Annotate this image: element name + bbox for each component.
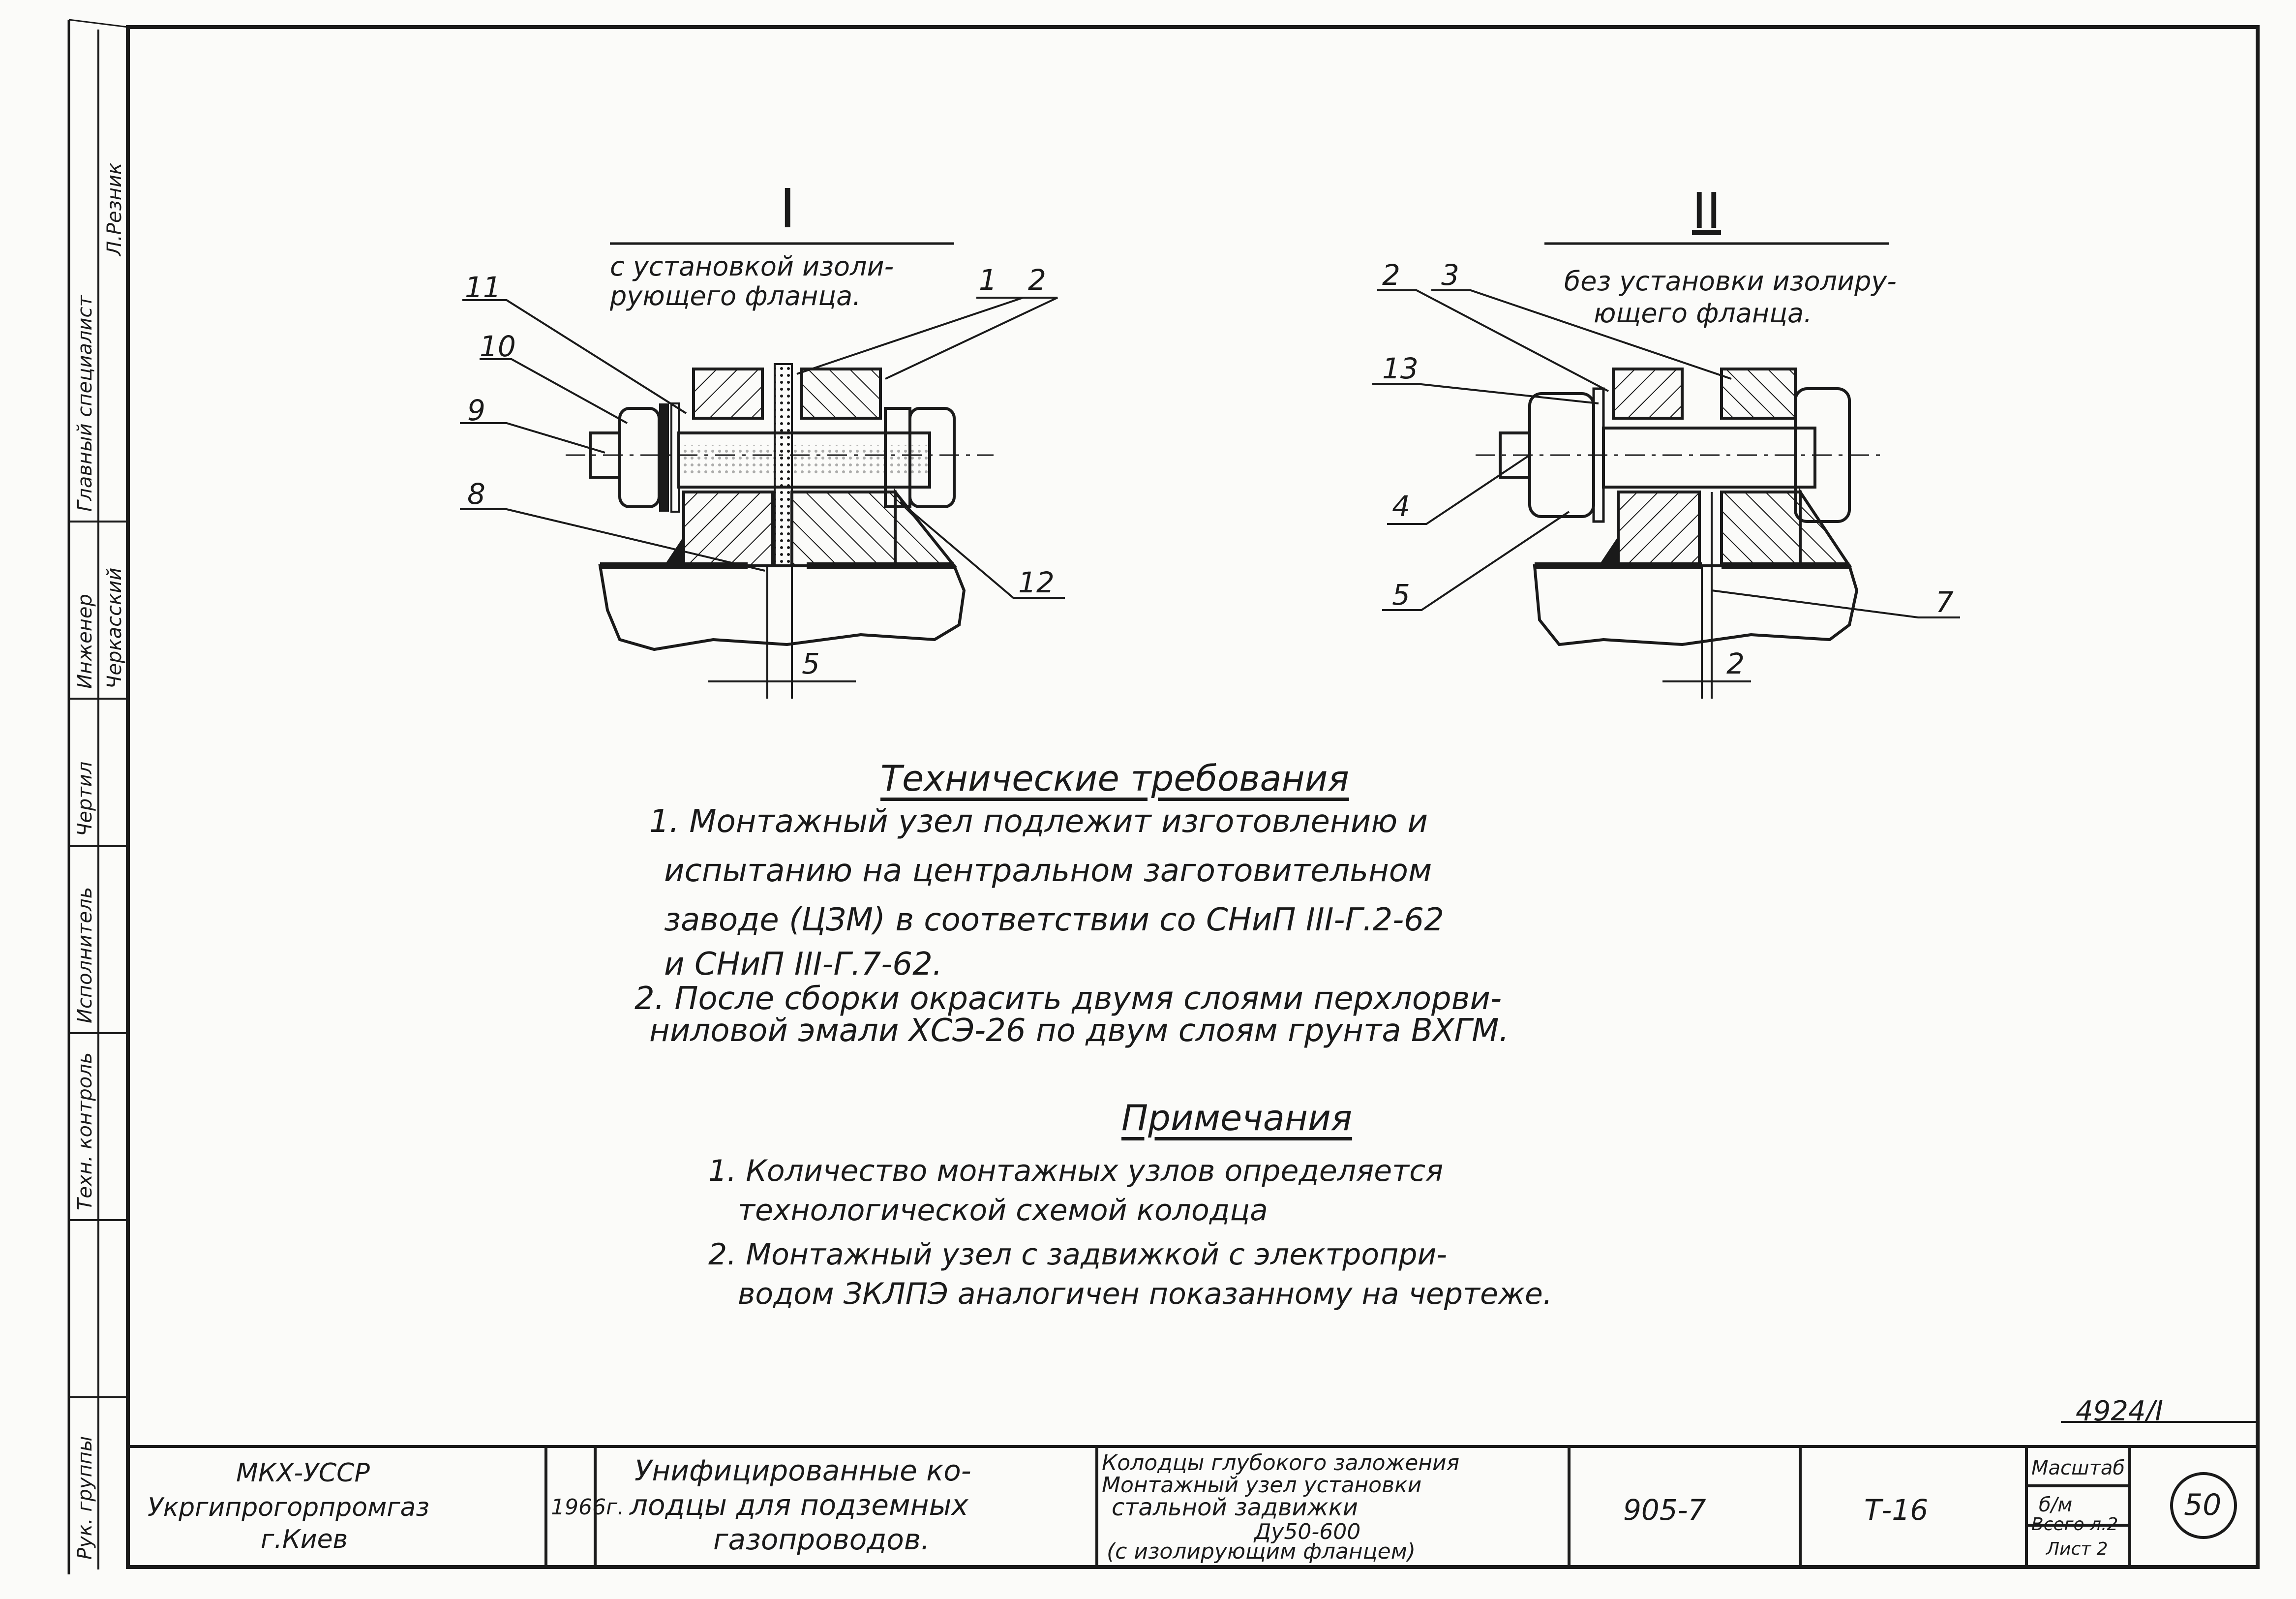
requirements-line-1: 1. Монтажный узел подлежит изготовлению … [649, 803, 1428, 840]
view-1-label-9: 9 [467, 394, 485, 427]
view-2-label-4: 4 [1392, 490, 1410, 523]
requirements-title: Технические требования [880, 758, 1349, 799]
tb-page-number: 50 [2184, 1488, 2222, 1522]
view-1-label-2: 2 [1028, 263, 1046, 297]
requirements-line-5: 2. После сборки окрасить двумя слоями пе… [634, 981, 1502, 1017]
view-1-label-11: 11 [465, 271, 501, 304]
side-stamp-role-4: Исполнитель [74, 887, 96, 1023]
view-1-label-10: 10 [480, 330, 516, 363]
tb-album: 4924/I [2076, 1395, 2163, 1427]
requirements-line-2: испытанию на центральном заготовительном [664, 853, 1432, 889]
view-2-caption-2: ющего фланца. [1594, 298, 1813, 329]
view-2-base [1533, 564, 1859, 646]
tb-org-3: г.Киев [261, 1525, 348, 1554]
view-2-caption-1: без установки изолиру- [1564, 266, 1897, 297]
side-stamp-grid [69, 30, 128, 1569]
notes-line-3: 2. Монтажный узел с задвижкой с электроп… [708, 1237, 1448, 1272]
view-1-drawing [460, 242, 1065, 699]
tb-sheet-code: Т-16 [1864, 1493, 1929, 1527]
view-1-label-8: 8 [467, 477, 485, 511]
view-2-label-2: 2 [1382, 258, 1400, 292]
view-2-label-3: 3 [1441, 258, 1459, 292]
tb-scale-value: б/м [2039, 1494, 2073, 1516]
tb-project-1: Унифицированные ко- [634, 1454, 971, 1487]
view-1-base [598, 564, 966, 651]
tb-total-sheets: Всего л.2 [2031, 1514, 2118, 1535]
view-2-drawing [1372, 242, 1960, 699]
tb-sheet-title-1: Колодцы глубокого заложения [1102, 1450, 1460, 1476]
title-block-grid [128, 1421, 2258, 1567]
view-1-label-1: 1 [979, 263, 997, 297]
tb-org-2: Укргипрогорпромгаз [148, 1493, 430, 1522]
tb-org-1: МКХ-УССР [236, 1458, 370, 1488]
view-2-label-7: 7 [1935, 585, 1954, 619]
notes-line-1: 1. Количество монтажных узлов определяет… [708, 1154, 1444, 1188]
view-2-label-13: 13 [1382, 352, 1419, 385]
side-stamp-role-1: Главный специалист [74, 295, 96, 512]
tb-year: 1966г. [551, 1495, 625, 1520]
tb-sheet-title-5: (с изолирующим фланцем) [1107, 1539, 1416, 1564]
notes-title: Примечания [1121, 1097, 1353, 1138]
view-1-label-12: 12 [1018, 566, 1055, 599]
page-number-circle [2170, 1472, 2237, 1539]
notes-line-2: технологической схемой колодца [738, 1193, 1268, 1228]
sheet-frame [67, 19, 2260, 1574]
requirements-line-3: заводе (ЦЗМ) в соответствии со СНиП III-… [664, 902, 1444, 938]
tb-series: 905-7 [1623, 1493, 1706, 1527]
view-2-dim: 2 [1726, 647, 1745, 680]
view-1-dim: 5 [802, 647, 820, 680]
side-stamp-name-1: Л.Резник [103, 162, 126, 256]
side-stamp-role-3: Чертил [74, 761, 96, 836]
side-stamp-role-2: Инженер [74, 594, 96, 689]
tb-sheet-title-3: стальной задвижки [1112, 1494, 1358, 1521]
view-2-roman: II [1692, 182, 1721, 240]
notes-line-4: водом ЗКЛПЭ аналогичен показанному на че… [738, 1277, 1552, 1311]
view-1-caption-2: рующего фланца. [610, 280, 861, 311]
tb-sheet-title-4: Ду50-600 [1254, 1519, 1361, 1544]
tb-project-3: газопроводов. [713, 1523, 930, 1556]
requirements-line-4: и СНиП III-Г.7-62. [664, 946, 943, 983]
side-stamp-role-5: Техн. контроль [74, 1052, 96, 1210]
requirements-line-6: ниловой эмали ХСЭ-26 по двум слоям грунт… [649, 1013, 1509, 1049]
view-1-caption-1: с установкой изоли- [610, 251, 894, 282]
tb-scale-label: Масштаб [2031, 1457, 2125, 1479]
side-stamp-name-2: Черкасский [103, 567, 126, 689]
tb-project-2: лодцы для подземных [630, 1488, 968, 1522]
tb-sheet-title-2: Монтажный узел установки [1102, 1473, 1422, 1498]
side-stamp-role-6: Рук. группы [74, 1436, 96, 1560]
view-1-roman: I [780, 177, 796, 240]
tb-sheet-no: Лист 2 [2046, 1539, 2108, 1559]
view-2-label-5: 5 [1392, 578, 1410, 612]
